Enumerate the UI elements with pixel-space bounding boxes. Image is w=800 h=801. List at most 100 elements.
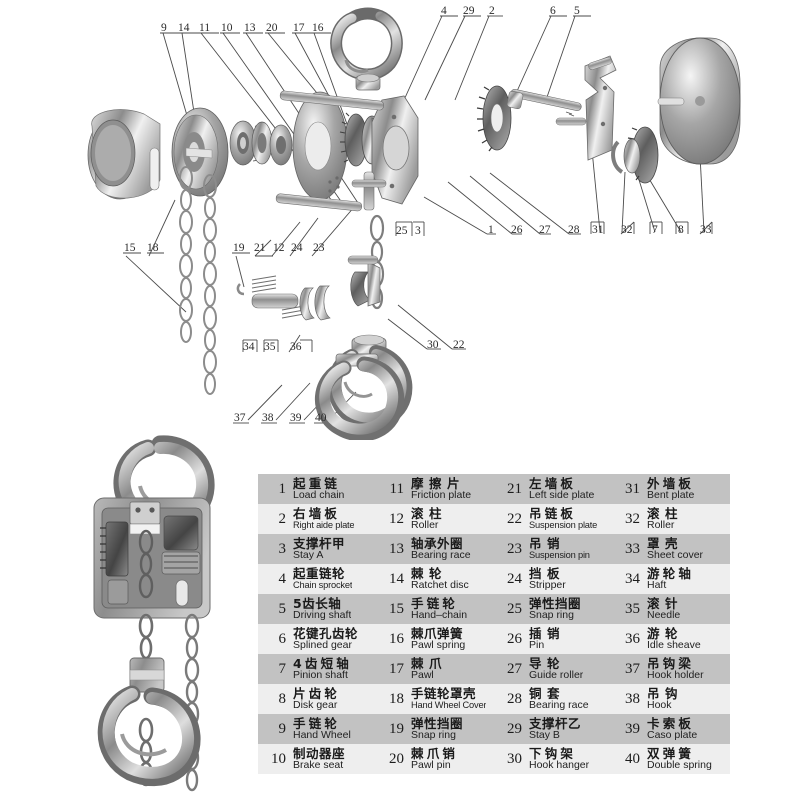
part-name-en: Brake seat bbox=[293, 759, 344, 772]
part-number: 30 bbox=[507, 750, 522, 767]
callout-3: 3 bbox=[415, 225, 421, 237]
part-sheet-cover bbox=[657, 37, 741, 165]
callout-23: 23 bbox=[313, 242, 325, 254]
assembled-hoist-photo bbox=[88, 430, 260, 796]
part-name-en: Driving shaft bbox=[293, 609, 352, 622]
callout-4: 4 bbox=[441, 5, 447, 17]
part-name-en: Sheet cover bbox=[647, 549, 704, 562]
part-name-en: Pawl pin bbox=[411, 759, 451, 772]
part-name-cn: 花键孔齿轮 bbox=[293, 626, 359, 641]
callout-21: 21 bbox=[254, 242, 266, 254]
part-name-cn: 滚柱 bbox=[647, 506, 684, 521]
part-name-en: Load chain bbox=[293, 489, 345, 502]
callout-19: 19 bbox=[233, 242, 245, 254]
part-name-cn: 外墙板 bbox=[647, 476, 695, 491]
callout-12: 12 bbox=[273, 242, 285, 254]
part-number: 3 bbox=[278, 540, 287, 557]
exploded-parts-diagram: 9 14 11 10 13 20 17 16 4 29 2 6 5 25 3 1… bbox=[87, 5, 741, 440]
part-friction-plate bbox=[292, 91, 348, 201]
part-name-cn: 双弹簧 bbox=[647, 746, 695, 761]
part-name-en: Right aide plate bbox=[293, 519, 355, 530]
part-number: 13 bbox=[389, 540, 404, 557]
part-name-cn: 棘轮 bbox=[411, 566, 448, 581]
callout-20: 20 bbox=[266, 22, 278, 34]
part-name-en: Hand Wheel bbox=[293, 729, 351, 742]
part-number: 10 bbox=[271, 750, 286, 767]
part-name-cn: 5齿长轴 bbox=[293, 596, 342, 611]
callout-2: 2 bbox=[489, 5, 495, 17]
assembled-gear-left bbox=[100, 521, 129, 605]
assembled-body bbox=[93, 497, 211, 619]
part-name-cn: 挡板 bbox=[529, 566, 566, 581]
part-name-en: Roller bbox=[647, 519, 675, 532]
part-name-en: Caso plate bbox=[647, 729, 698, 742]
callout-29: 29 bbox=[463, 5, 475, 17]
callout-1: 1 bbox=[488, 224, 494, 236]
part-name-en: Stay B bbox=[529, 729, 560, 742]
callout-22: 22 bbox=[453, 339, 465, 351]
leader-lines-left-chains bbox=[123, 199, 187, 313]
part-name-en: Needle bbox=[647, 609, 681, 622]
callout-30: 30 bbox=[427, 339, 439, 351]
part-name-en: Hook holder bbox=[647, 669, 704, 682]
part-name-cn: 导轮 bbox=[529, 656, 566, 671]
callout-39: 39 bbox=[290, 412, 302, 424]
part-name-cn: 下钩架 bbox=[529, 746, 577, 761]
part-name-cn: 吊销 bbox=[529, 537, 566, 552]
part-name-cn: 吊钩梁 bbox=[647, 656, 695, 671]
callout-36: 36 bbox=[290, 341, 302, 353]
part-number: 22 bbox=[507, 510, 522, 527]
part-number: 2 bbox=[278, 510, 287, 527]
part-name-cn: 摩擦片 bbox=[411, 476, 466, 491]
part-number: 34 bbox=[625, 570, 640, 587]
part-name-cn: 卡索板 bbox=[647, 716, 695, 731]
part-number: 19 bbox=[389, 720, 404, 737]
part-name-en: Pawl bbox=[411, 669, 434, 682]
callout-numbers: 9 14 11 10 13 20 17 16 4 29 2 6 5 25 3 1… bbox=[124, 5, 712, 424]
part-name-en: Suspension pin bbox=[529, 549, 590, 560]
callout-13: 13 bbox=[244, 22, 256, 34]
part-number: 27 bbox=[507, 660, 522, 677]
callout-28: 28 bbox=[568, 224, 580, 236]
part-name-en: Snap ring bbox=[411, 729, 456, 742]
part-name-en: Ratchet disc bbox=[411, 579, 469, 592]
part-number: 26 bbox=[507, 630, 522, 647]
part-number: 14 bbox=[389, 570, 404, 587]
part-number: 11 bbox=[389, 480, 404, 497]
